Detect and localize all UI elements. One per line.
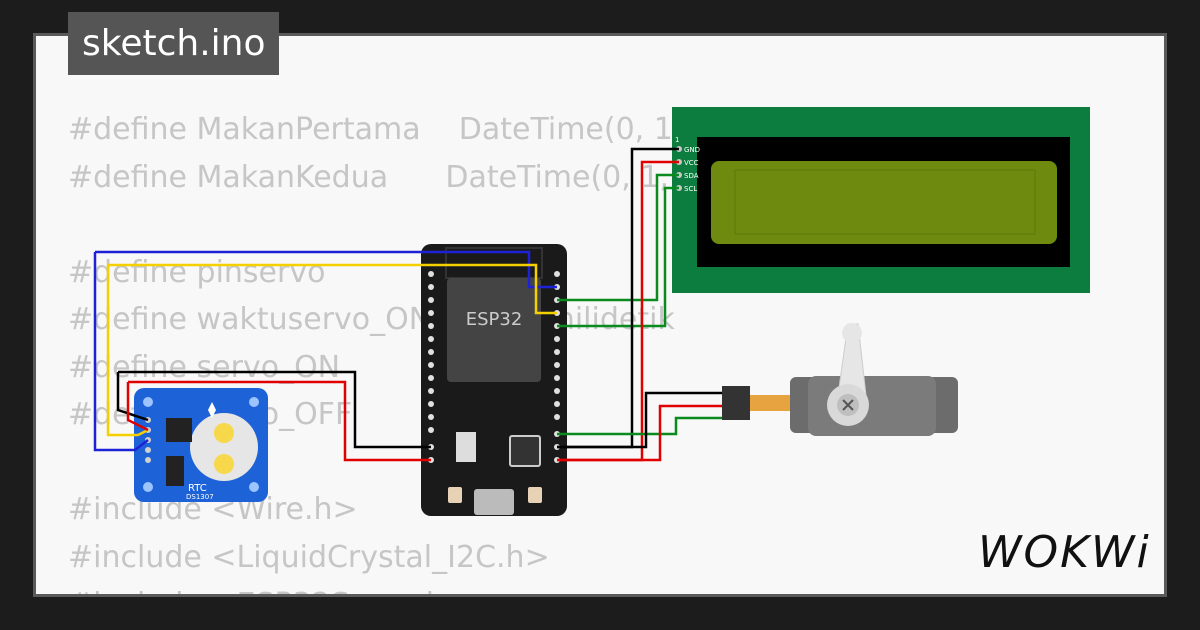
- lcd-display[interactable]: 1 GND VCC SDA SCL: [672, 107, 1090, 293]
- adafruit-logo-icon: [208, 402, 216, 418]
- code-line: #define pinservo 15: [68, 254, 459, 290]
- code-line: #define servo_ON 20: [68, 349, 484, 385]
- lcd-pin-vcc: VCC: [684, 159, 699, 167]
- servo-screw-icon: [842, 399, 854, 411]
- esp32-label: ESP32: [466, 309, 523, 330]
- sketch-title: sketch.ino: [68, 12, 280, 75]
- code-line: #include <LiquidCrystal_I2C.h>: [68, 539, 550, 575]
- lcd-pin-gnd: GND: [684, 146, 700, 154]
- code-background: #define MakanPertama DateTime(0, 1, 7 p #…: [68, 106, 1164, 594]
- rtc-model: DS1307: [186, 493, 214, 501]
- lcd-pin-scl: SCL: [684, 185, 697, 193]
- rtc-label: RTC: [188, 483, 207, 494]
- code-line: #define waktuservo_ON milidetik: [68, 302, 675, 337]
- rtc-module[interactable]: RTC DS1307: [134, 388, 268, 502]
- esp32-board[interactable]: ESP32: [421, 244, 567, 516]
- code-line: #include <ESP32Servo.h>: [68, 581, 1164, 594]
- code-line: #define MakanPertama DateTime(0, 1, 7 p: [68, 112, 683, 147]
- wokwi-logo: WOKWi: [978, 527, 1151, 578]
- lcd-pin1-label: 1: [675, 136, 679, 144]
- servo-motor[interactable]: [722, 323, 958, 436]
- lcd-pin-sda: SDA: [684, 172, 699, 180]
- code-line: #define MakanKedua DateTime(0, 1, 5 s: [68, 159, 669, 195]
- wires: [93, 147, 722, 462]
